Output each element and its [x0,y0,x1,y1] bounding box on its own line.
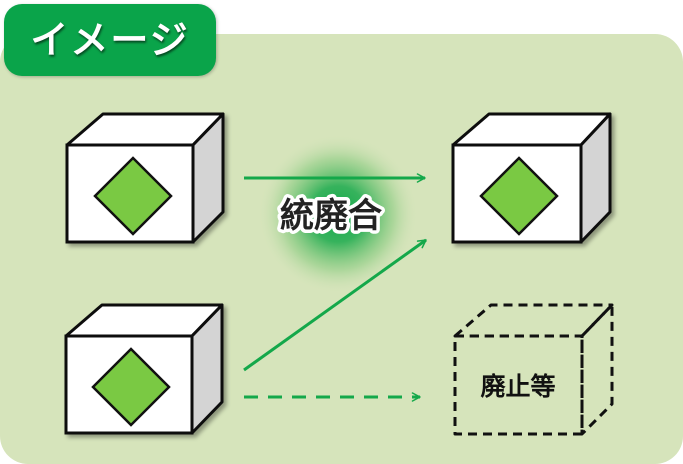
diamond-icon [479,156,559,236]
diamond-icon [93,156,173,236]
abolish-label: 廃止等 [480,372,555,401]
abolished-box-dashed [453,303,614,436]
merge-glow [258,134,418,294]
diamond-icon [91,347,171,427]
merge-label: 統廃合 [280,196,382,236]
merge-label-fill: 統廃合 [280,196,382,236]
merge-arrow-diagonal [243,238,427,372]
title-tab [4,4,216,76]
title-tab-label: イメージ [30,18,190,62]
